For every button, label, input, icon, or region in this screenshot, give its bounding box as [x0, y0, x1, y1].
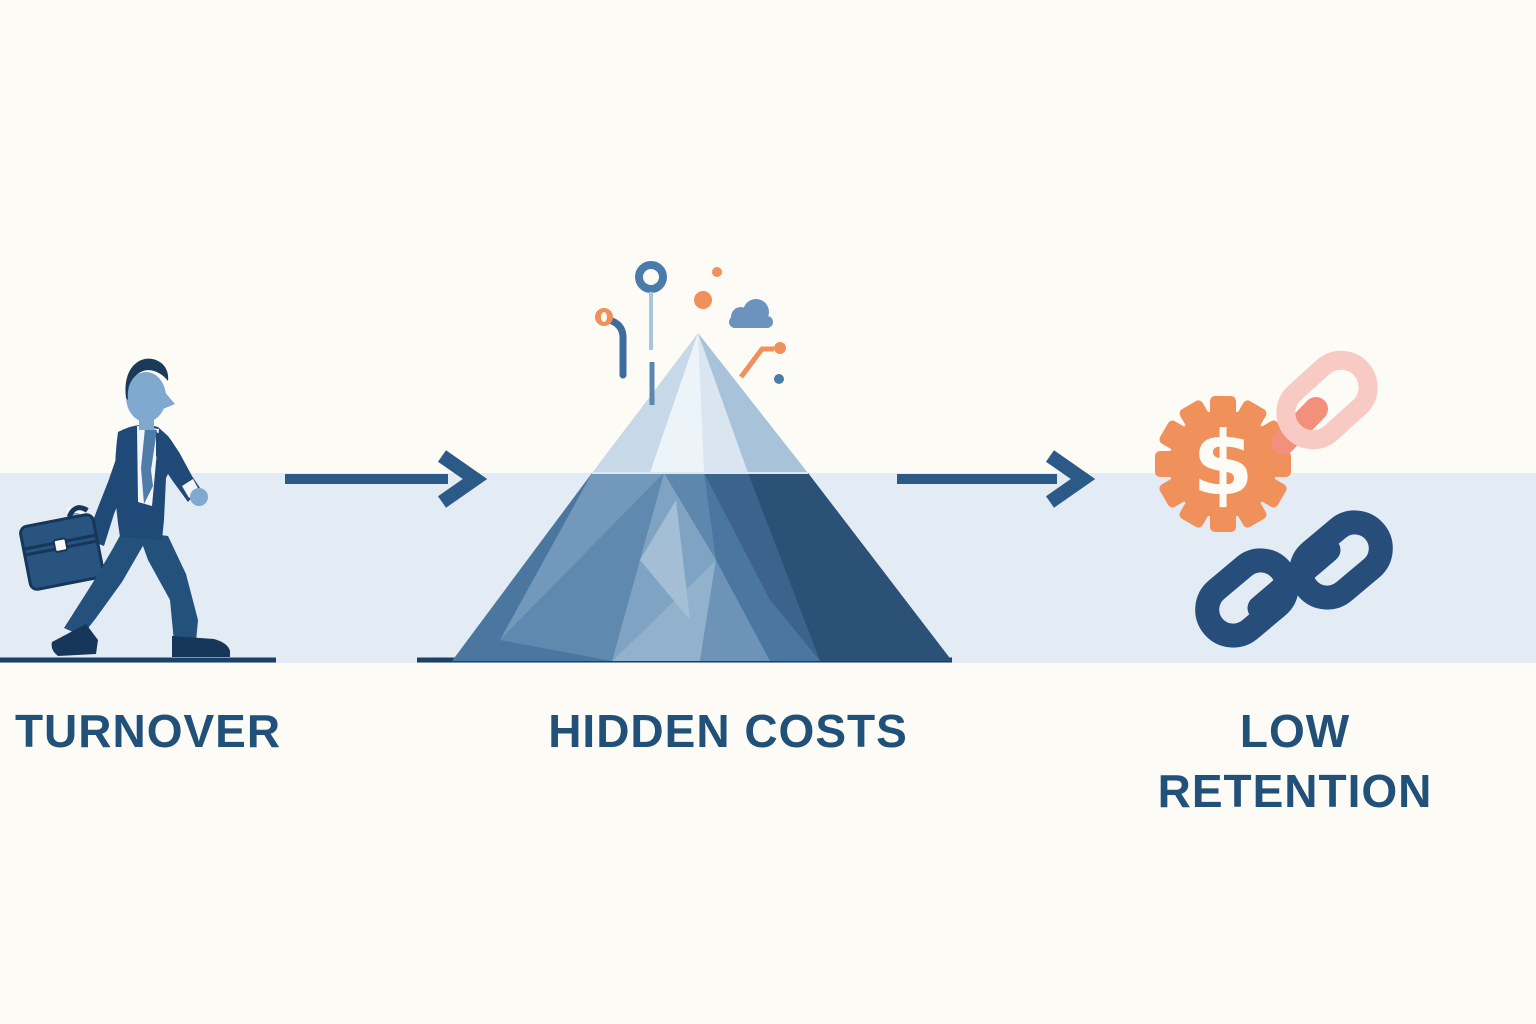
circuit-line-icon	[739, 342, 786, 379]
cloud-icon	[729, 299, 773, 328]
iceberg-facet	[700, 560, 770, 661]
tie	[141, 428, 157, 504]
dollar-gear-broken-chain-icon: $	[1155, 350, 1393, 648]
bent-stem-icon	[608, 317, 627, 379]
iceberg-facet	[650, 333, 704, 473]
iceberg-facet	[698, 333, 808, 473]
broken-link-icon	[1276, 350, 1378, 450]
walking-businessman-briefcase-icon	[19, 358, 230, 657]
dollar-sign: $	[1192, 412, 1253, 515]
face	[126, 372, 166, 422]
nose	[163, 390, 175, 409]
iceberg-facet	[612, 560, 716, 661]
iceberg-top-decorations	[595, 261, 786, 405]
chain-link-icon	[1195, 510, 1393, 648]
iceberg-facet	[592, 333, 698, 473]
chain-middle-bar	[1247, 537, 1341, 621]
iceberg-facet	[640, 500, 690, 620]
step-label-hidden-costs: HIDDEN COSTS	[548, 705, 908, 757]
front-hand	[190, 488, 208, 506]
rear-shoe	[51, 624, 98, 656]
iceberg-facet	[748, 473, 952, 661]
dollar-gear-icon: $	[1155, 396, 1291, 532]
front-leg	[138, 532, 198, 642]
orange-dot-large	[694, 291, 712, 309]
iceberg-facet	[500, 473, 664, 661]
front-shoe	[172, 636, 230, 657]
orange-dot-small	[712, 267, 722, 277]
briefcase-icon	[19, 505, 105, 591]
blue-dot-small	[774, 374, 784, 384]
pin-ring-icon	[635, 261, 667, 293]
step-label-turnover: TURNOVER	[14, 705, 282, 757]
arrow-1-icon	[285, 450, 488, 508]
neck	[139, 418, 154, 430]
iceberg-facet	[704, 473, 820, 661]
orange-bud-slit	[601, 312, 607, 322]
rear-leg	[64, 532, 148, 636]
arrow-2-icon	[897, 450, 1096, 508]
iceberg-icon	[452, 333, 952, 661]
step-label-low-retention: LOW RETENTION	[1157, 705, 1433, 817]
hair	[125, 358, 169, 400]
